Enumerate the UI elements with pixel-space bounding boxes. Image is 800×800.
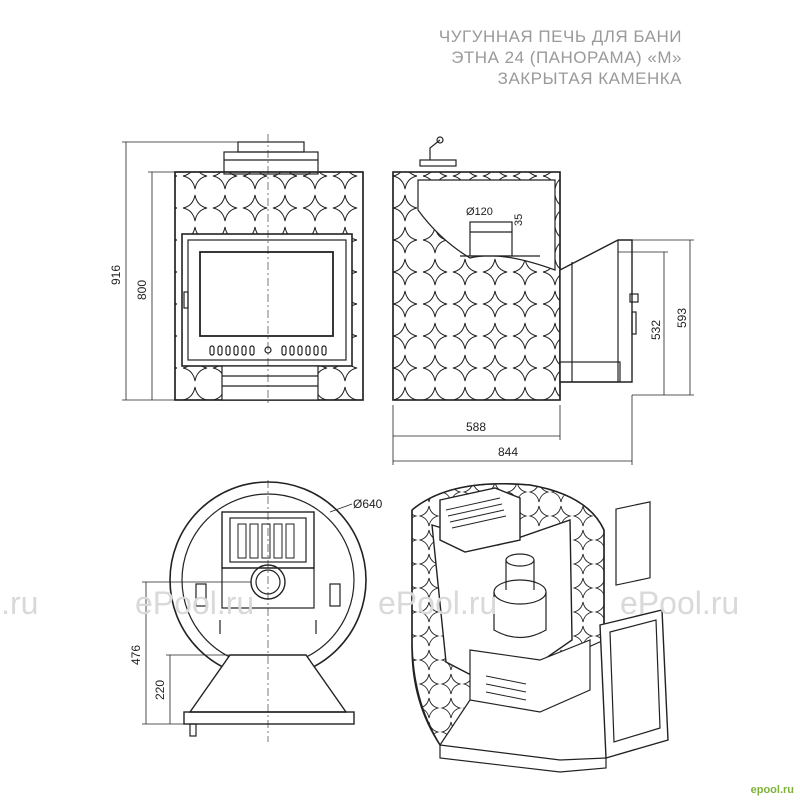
- dim-body-diameter: Ø640: [353, 497, 383, 511]
- drawing-title: ЧУГУННАЯ ПЕЧЬ ДЛЯ БАНИ ЭТНА 24 (ПАНОРАМА…: [439, 26, 682, 89]
- dim-firebox-height: 220: [153, 680, 167, 700]
- watermark-1: l.ru: [0, 585, 39, 621]
- top-dimensions: [142, 581, 251, 725]
- side-view: [392, 136, 639, 401]
- front-door-glass: [199, 251, 334, 337]
- dim-pipe-height-bottom: 476: [129, 645, 143, 665]
- title-line-2: ЭТНА 24 (ПАНОРАМА) «М»: [451, 48, 682, 67]
- front-dimensions: [122, 141, 238, 401]
- isometric-view: [411, 482, 669, 773]
- front-chimney-collar: [223, 151, 319, 175]
- watermark-2: ePool.ru: [135, 585, 255, 621]
- site-logo: epool.ru: [750, 784, 794, 796]
- front-door-vents: [209, 345, 327, 356]
- dim-pipe-diameter: Ø120: [466, 206, 493, 218]
- front-view: [174, 134, 364, 405]
- dim-total-depth: 844: [498, 445, 518, 459]
- front-chimney-top: [237, 141, 305, 153]
- top-view: [169, 480, 367, 742]
- front-door: [181, 233, 353, 367]
- dim-door-height: 532: [649, 320, 663, 340]
- dim-door-total-height: 593: [675, 308, 689, 328]
- title-line-1: ЧУГУННАЯ ПЕЧЬ ДЛЯ БАНИ: [438, 27, 682, 46]
- dim-body-depth: 588: [466, 420, 486, 434]
- dim-total-height: 916: [109, 265, 123, 285]
- dim-body-height: 800: [135, 280, 149, 300]
- watermark-3: ePool.ru: [378, 585, 498, 621]
- watermark-4: ePool.ru: [620, 585, 740, 621]
- side-dimensions: [392, 239, 694, 465]
- dim-pipe-offset: 35: [513, 214, 525, 226]
- title-line-3: ЗАКРЫТАЯ КАМЕНКА: [497, 69, 682, 88]
